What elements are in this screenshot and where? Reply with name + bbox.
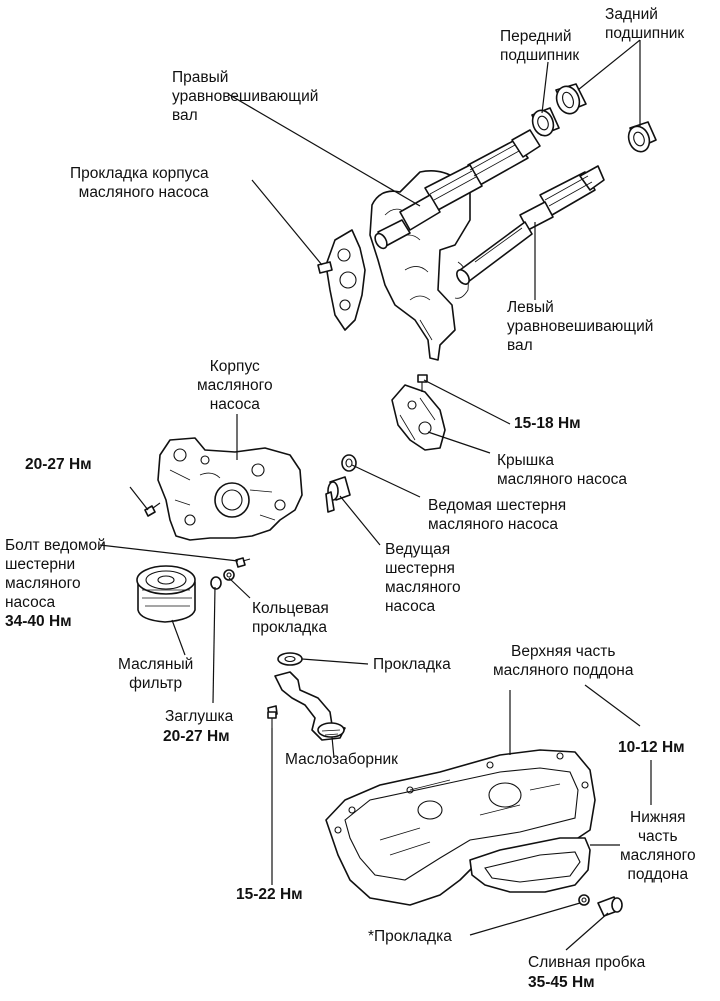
label-plug: Заглушка: [165, 708, 234, 725]
front-bearing-icon: [531, 83, 587, 137]
label-gasket: Прокладка: [373, 656, 451, 673]
upper-oil-pan-icon: [325, 749, 596, 906]
torque-strainer-bolt: 15-22 Нм: [236, 886, 303, 903]
oil-filter-icon: [136, 565, 196, 623]
gear-bolt-icon: [235, 557, 251, 568]
left-shaft-icon: [456, 165, 605, 285]
leader-lines: [99, 39, 652, 951]
torque-plug: 20-27 Нм: [163, 728, 230, 745]
pump-gasket-icon: [317, 229, 366, 331]
torque-cover-bolt: 15-18 Нм: [514, 415, 581, 432]
label-right-shaft: Правый уравновешивающий вал: [172, 69, 319, 124]
driven-gear-icon: [341, 454, 357, 472]
torque-gear-bolt: 34-40 Нм: [5, 613, 72, 630]
rear-bearing-icon: [627, 121, 657, 153]
label-oil-filter: Масляный фильтр: [118, 656, 194, 692]
label-pump-body: Корпус масляного насоса: [197, 358, 273, 413]
label-drive-gear: Ведущая шестерня масляного насоса: [385, 541, 461, 615]
drain-plug-icon: [597, 896, 623, 917]
label-gear-bolt: Болт ведомой шестерни масляного насоса: [5, 537, 106, 611]
right-shaft-icon: [374, 129, 541, 250]
strainer-gasket-icon: [277, 652, 303, 666]
pump-body-icon: [157, 437, 303, 541]
lower-oil-pan-icon: [469, 837, 591, 893]
torque-body-bolt: 20-27 Нм: [25, 456, 92, 473]
label-oil-strainer: Маслозаборник: [285, 751, 398, 768]
strainer-icon: [274, 671, 346, 741]
label-rear-bearing: Задний подшипник: [605, 6, 685, 42]
body-bolt-icon: [144, 502, 161, 517]
cover-bolt-icon: [417, 374, 428, 392]
label-lower-pan: Нижняя часть масляного поддона: [620, 809, 696, 883]
strainer-bolt-icon: [267, 711, 277, 728]
drive-gear-icon: [325, 476, 351, 513]
pump-cover-icon: [391, 384, 446, 451]
drain-gasket-icon: [578, 894, 590, 906]
label-left-shaft: Левый уравновешивающий вал: [507, 299, 654, 354]
label-drain-plug: Сливная пробка: [528, 954, 646, 971]
label-o-ring: Кольцевая прокладка: [252, 600, 329, 636]
label-pump-cover: Крышка масляного насоса: [497, 452, 627, 488]
label-front-bearing: Передний подшипник: [500, 28, 580, 64]
label-upper-pan: Верхняя часть масляного поддона: [493, 643, 634, 679]
label-driven-gear: Ведомая шестерня масляного насоса: [428, 497, 567, 533]
o-ring-icon: [210, 569, 235, 590]
label-drain-gasket: *Прокладка: [368, 928, 452, 945]
label-pump-gasket: Прокладка корпуса масляного насоса: [70, 165, 209, 201]
torque-drain-plug: 35-45 Нм: [528, 974, 595, 991]
torque-upper-pan: 10-12 Нм: [618, 739, 685, 756]
